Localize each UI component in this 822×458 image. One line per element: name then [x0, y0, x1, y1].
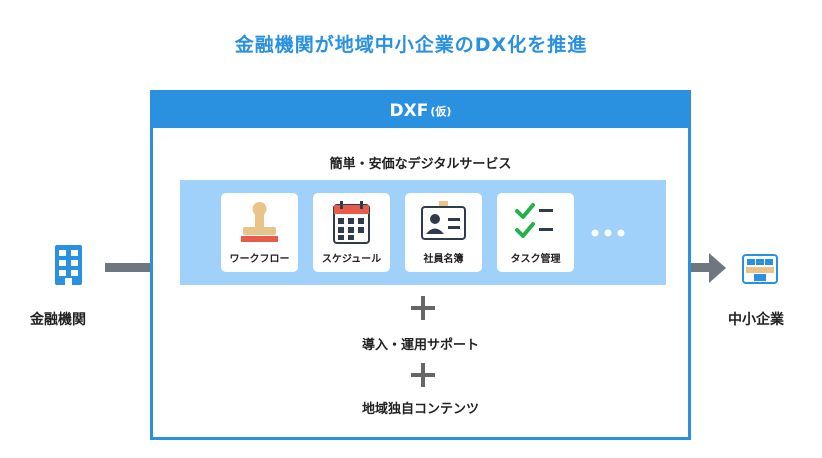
checklist-icon — [515, 203, 553, 238]
service-card-workflow: ワークフロー — [221, 193, 298, 272]
service-card-employee-directory: 社員名簿 — [405, 193, 482, 272]
service-label: タスク管理 — [510, 254, 561, 265]
shop-icon — [742, 254, 778, 284]
service-card-task-management: タスク管理 — [497, 193, 574, 272]
service-label: スケジュール — [321, 254, 382, 265]
building-icon — [55, 245, 82, 285]
dxf-header: DXF (仮) — [153, 93, 688, 128]
dxf-platform-box: DXF (仮) 簡単・安価なデジタルサービス ワークフロー — [150, 90, 691, 440]
dxf-header-sub: (仮) — [430, 104, 452, 118]
id-card-icon — [421, 201, 466, 240]
sme-label: 中小企業 — [728, 312, 784, 328]
support-label: 導入・運用サポート — [361, 338, 479, 353]
calendar-icon — [333, 201, 370, 244]
connector-line-right — [691, 263, 711, 272]
service-label: ワークフロー — [229, 254, 290, 265]
services-label: 簡単・安価なデジタルサービス — [329, 157, 512, 172]
connector-line-left — [105, 263, 150, 272]
dxf-header-title: DXF — [389, 100, 429, 121]
service-label: 社員名簿 — [423, 254, 464, 265]
arrow-right-icon — [709, 253, 726, 283]
diagram-title: 金融機関が地域中小企業のDX化を推進 — [234, 34, 588, 56]
service-card-schedule: スケジュール — [313, 193, 390, 272]
plus-icon — [411, 363, 435, 387]
services-band: ワークフロー スケジュール — [180, 180, 666, 285]
financial-institution-label: 金融機関 — [30, 312, 86, 328]
plus-icon — [411, 296, 435, 320]
content-label: 地域独自コンテンツ — [361, 402, 479, 417]
stamp-icon — [241, 202, 278, 242]
more-dots-icon — [591, 229, 625, 237]
